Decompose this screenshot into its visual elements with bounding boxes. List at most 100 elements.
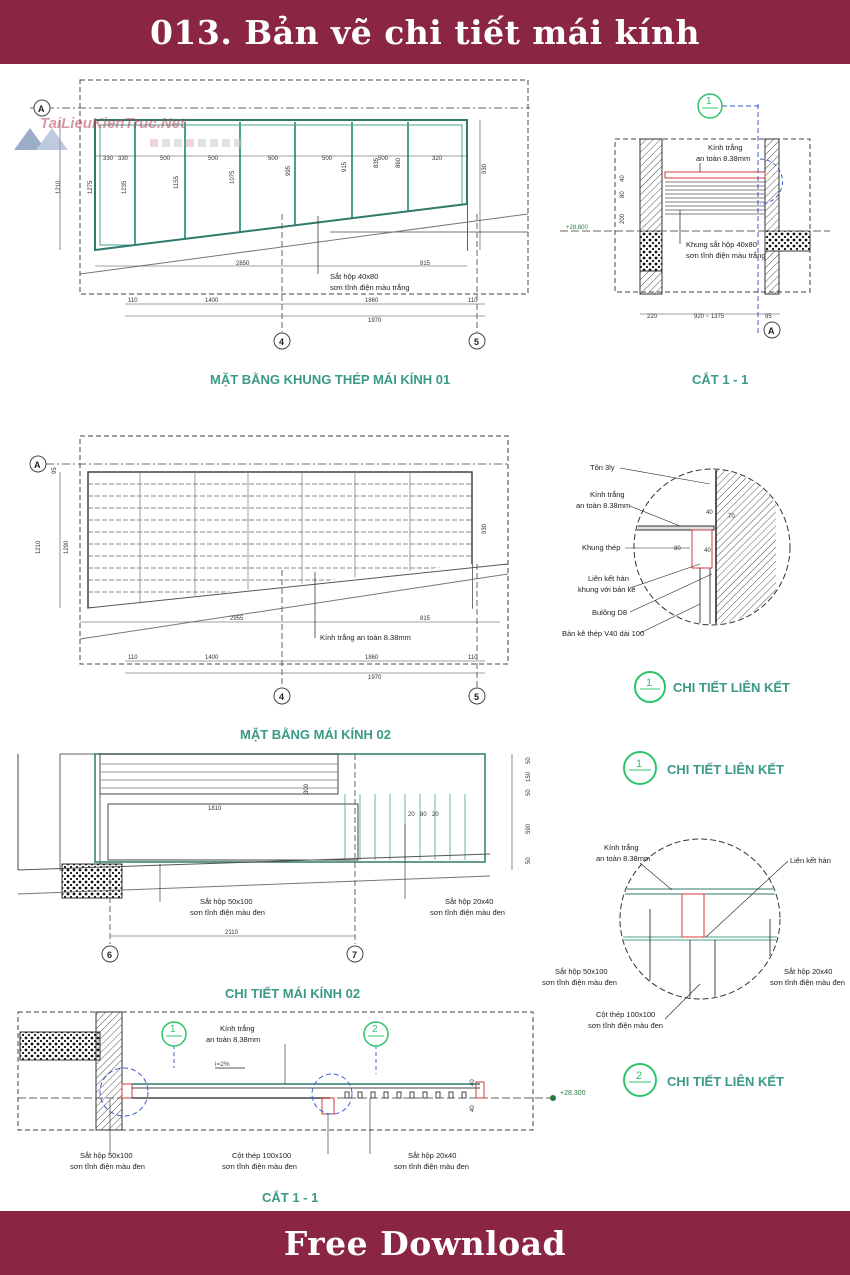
detail-label: an toàn 8.38mm — [596, 854, 650, 863]
section2-note: sơn tĩnh điện màu đen — [394, 1162, 469, 1171]
axis-label: A — [34, 460, 41, 470]
axis-label: 5 — [474, 692, 479, 702]
detail-label: Tôn 3ly — [590, 463, 615, 472]
dim: 70 — [728, 514, 735, 520]
dim: 1075 — [230, 170, 236, 184]
roof2-note: Sắt hộp 20x40 — [445, 897, 493, 906]
dim: 330 — [118, 156, 129, 162]
roof2-note: sơn tĩnh điện màu đen — [430, 908, 505, 917]
dim: 500 — [378, 156, 389, 162]
detail-label: Bản kê thép V40 dài 100 — [562, 629, 644, 638]
dim: 500 — [322, 156, 333, 162]
detail1b-heading: 1 CHI TIẾT LIÊN KẾT — [623, 751, 784, 785]
section2-level: +28.300 — [560, 1090, 586, 1097]
dim: 20 — [408, 812, 415, 818]
watermark-text: TaiLieuKienTruc.Net — [40, 115, 186, 132]
dim: 995 — [286, 165, 292, 176]
plan1-dimensions: 330 330 500 500 500 500 500 320 1210 127… — [56, 120, 488, 324]
plan2-dimensions: 1210 1290 930 95 2955 815 110 1400 1860 … — [36, 467, 500, 681]
axis-label: A — [768, 326, 775, 336]
dim: 110 — [468, 655, 478, 661]
dim: 20 — [432, 812, 439, 818]
section2-note: Sắt hộp 50x100 — [80, 1151, 133, 1160]
section2-note: sơn tĩnh điện màu đen — [222, 1162, 297, 1171]
detail1b-drawing — [619, 838, 781, 1000]
detail1-title: CHI TIẾT LIÊN KẾT — [673, 680, 790, 695]
section2-note: sơn tĩnh điện màu đen — [70, 1162, 145, 1171]
section1-note: sơn tĩnh điện màu trắng — [686, 251, 766, 260]
dim: 80 — [620, 191, 626, 198]
dim: 815 — [420, 261, 431, 267]
marker-number: 1 — [636, 758, 642, 770]
detail-label: khung với bản kê — [578, 585, 635, 594]
section1-title: CẮT 1 - 1 — [692, 372, 748, 387]
plan1-note: sơn tĩnh điện màu trắng — [330, 283, 410, 292]
dim: 110 — [128, 655, 138, 661]
marker-number: 1 — [170, 1024, 176, 1035]
dim: 1860 — [365, 655, 379, 661]
dim: 50 — [526, 789, 532, 796]
detail1-drawing — [633, 468, 791, 626]
section1-marker: 1 — [697, 93, 723, 119]
section1-level: +28.800 — [566, 225, 589, 231]
page-title: 013. Bản vẽ chi tiết mái kính — [149, 12, 701, 52]
section2-note: an toàn 8.38mm — [206, 1035, 260, 1044]
plan-frame-2 — [30, 435, 510, 665]
dim: 80 — [674, 546, 681, 552]
detail-label: Sắt hộp 20x40 — [784, 967, 832, 976]
plan1-note: Sắt hộp 40x80 — [330, 272, 378, 281]
axis-marker: A 4 5 — [29, 455, 486, 705]
section2-note: Kính trắng — [220, 1024, 255, 1033]
detail-label: Kính trắng — [604, 843, 639, 852]
detail-label: sơn tĩnh điện màu đen — [770, 978, 845, 987]
detail2-heading: 2 CHI TIẾT LIÊN KẾT — [623, 1063, 784, 1097]
dim: 200 — [620, 213, 626, 224]
dim: 920 ~ 1375 — [694, 314, 725, 320]
dim: 95 — [765, 314, 772, 320]
dim: 835 — [374, 157, 380, 168]
detail-label: sơn tĩnh điện màu đen — [542, 978, 617, 987]
axis-label: 7 — [352, 950, 357, 960]
section2-marker-1: 1 — [161, 1021, 187, 1047]
marker-number: 1 — [706, 96, 712, 107]
dim: 40 — [470, 1079, 476, 1086]
plan2-title: MẶT BẰNG MÁI KÍNH 02 — [240, 727, 391, 742]
dim: 1235 — [122, 180, 128, 194]
section2-drawing — [17, 1011, 555, 1131]
detail1b-title: CHI TIẾT LIÊN KẾT — [667, 762, 784, 777]
axis-label: 4 — [279, 692, 284, 702]
marker-number: 2 — [636, 1070, 642, 1082]
dim: 330 — [103, 156, 114, 162]
detail-label: Kính trắng — [590, 490, 625, 499]
dim: 1400 — [205, 298, 219, 304]
dim: 860 — [396, 157, 402, 168]
detail2-title: CHI TIẾT LIÊN KẾT — [667, 1074, 784, 1089]
detail-label: Cột thép 100x100 — [596, 1010, 655, 1019]
detail-label: Liên kết hàn — [588, 574, 629, 583]
axis-label: 4 — [279, 337, 284, 347]
detail1-heading: 1 CHI TIẾT LIÊN KẾT — [634, 671, 790, 703]
dim: 40 — [470, 1105, 476, 1112]
dim: 1810 — [208, 806, 222, 812]
dim: 2110 — [225, 930, 239, 936]
axis-label: A — [38, 104, 45, 114]
footer-banner: Free Download — [0, 1211, 850, 1275]
roof2-note: Sắt hộp 50x100 — [200, 897, 253, 906]
dim: 40 — [620, 175, 626, 182]
section2-title: CẮT 1 - 1 — [262, 1190, 318, 1205]
dim: 1155 — [174, 175, 180, 189]
section1-note: an toàn 8.38mm — [696, 154, 750, 163]
dim: 50 — [526, 857, 532, 864]
detail1-labels: Tôn 3ly Kính trắng an toàn 8.38mm Khung … — [562, 463, 735, 638]
dim: 40 — [706, 510, 713, 516]
section1-drawing — [560, 104, 830, 334]
axis-marker: 6 7 — [101, 945, 364, 963]
dim: 1210 — [36, 540, 42, 554]
section1-note: Khung sắt hộp 40x80 — [686, 240, 757, 249]
dim: 150 — [526, 771, 532, 782]
dim: 50 — [526, 757, 532, 764]
dim: 40 — [704, 548, 711, 554]
roof2-title: CHI TIẾT MÁI KÍNH 02 — [225, 986, 360, 1001]
dim: 110 — [128, 298, 138, 304]
free-download-label: Free Download — [283, 1223, 567, 1263]
